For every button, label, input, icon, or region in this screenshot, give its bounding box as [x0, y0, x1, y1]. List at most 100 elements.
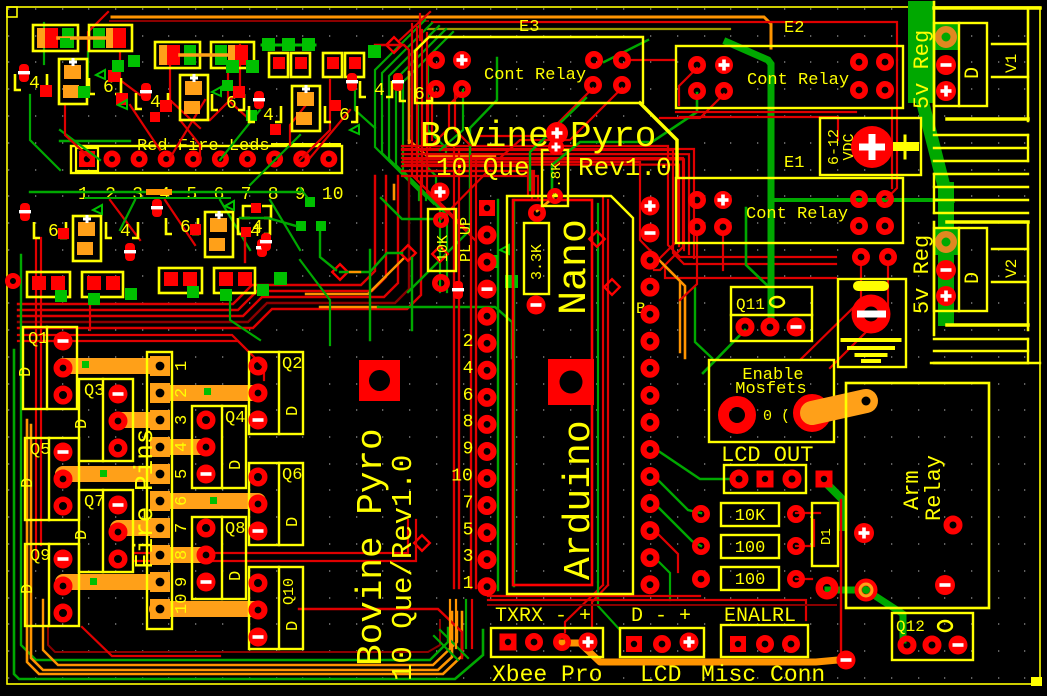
svg-text:2: 2 — [173, 388, 192, 398]
svg-text:5v Reg: 5v Reg — [910, 30, 935, 109]
svg-text:D: D — [284, 406, 303, 416]
svg-text:D - +: D - + — [631, 605, 691, 628]
svg-text:3.3K: 3.3K — [529, 244, 546, 280]
svg-text:Bovine: Bovine — [420, 116, 550, 157]
svg-text:Misc Conn: Misc Conn — [701, 662, 825, 688]
svg-text:LCD: LCD — [640, 662, 681, 688]
svg-text:9: 9 — [173, 577, 192, 587]
svg-text:Q7: Q7 — [84, 493, 104, 512]
svg-text:E3: E3 — [519, 18, 539, 37]
svg-text:10 Que/Rev1.0: 10 Que/Rev1.0 — [387, 455, 420, 681]
svg-text:Q1: Q1 — [28, 330, 48, 349]
svg-text:4: 4 — [173, 442, 192, 452]
svg-text:Fire Pins: Fire Pins — [130, 429, 160, 569]
svg-text:6: 6 — [463, 386, 474, 406]
svg-text:6: 6 — [226, 94, 237, 114]
svg-text:D: D — [284, 517, 303, 527]
svg-text:Cont Relay: Cont Relay — [746, 205, 848, 224]
svg-text:7: 7 — [173, 523, 192, 533]
svg-text:D: D — [19, 584, 38, 594]
svg-text:D1: D1 — [819, 528, 835, 545]
svg-text:Q10: Q10 — [281, 578, 298, 605]
svg-text:8: 8 — [268, 185, 279, 205]
svg-text:D: D — [227, 460, 246, 470]
svg-text:6: 6 — [214, 185, 225, 205]
svg-text:5: 5 — [463, 520, 474, 540]
svg-text:5v Reg: 5v Reg — [910, 235, 935, 314]
svg-text:Bovine Pyro: Bovine Pyro — [351, 428, 392, 666]
svg-text:D: D — [19, 478, 38, 488]
svg-text:4: 4 — [263, 106, 274, 126]
svg-text:Q5: Q5 — [30, 441, 50, 460]
svg-text:D: D — [962, 272, 985, 284]
svg-text:4: 4 — [250, 222, 261, 242]
svg-text:3: 3 — [132, 185, 143, 205]
svg-text:10: 10 — [451, 467, 473, 487]
svg-text:B: B — [636, 300, 646, 318]
svg-text:2: 2 — [105, 185, 116, 205]
svg-text:Q8: Q8 — [225, 520, 245, 539]
svg-text:Cont Relay: Cont Relay — [747, 71, 849, 90]
svg-text:4: 4 — [29, 74, 40, 94]
svg-text:3: 3 — [463, 547, 474, 567]
svg-text:6: 6 — [173, 496, 192, 506]
svg-text:4: 4 — [374, 81, 385, 101]
svg-text:3: 3 — [173, 415, 192, 425]
svg-text:0 (: 0 ( — [763, 408, 790, 425]
svg-text:Enable: Enable — [742, 366, 803, 385]
svg-text:V1: V1 — [1003, 54, 1021, 73]
svg-text:Relay: Relay — [922, 455, 947, 521]
svg-text:10: 10 — [173, 594, 192, 614]
svg-text:D: D — [962, 67, 985, 79]
svg-text:1: 1 — [78, 185, 89, 205]
svg-text:Nano: Nano — [553, 219, 598, 315]
svg-text:7: 7 — [463, 493, 474, 513]
svg-text:Arm: Arm — [900, 470, 925, 510]
svg-text:Q6: Q6 — [282, 466, 302, 485]
svg-text:6: 6 — [339, 106, 350, 126]
svg-text:D: D — [73, 419, 92, 429]
svg-text:10K: 10K — [735, 507, 766, 526]
svg-text:9: 9 — [295, 185, 306, 205]
svg-text:10 Que: 10 Que — [436, 153, 530, 183]
svg-text:TXRX - +: TXRX - + — [495, 605, 591, 628]
svg-text:Q12: Q12 — [896, 618, 925, 636]
svg-text:6: 6 — [103, 78, 114, 98]
svg-text:D: D — [284, 621, 303, 631]
svg-text:5: 5 — [173, 469, 192, 479]
svg-text:1: 1 — [463, 574, 474, 594]
svg-text:6: 6 — [414, 85, 425, 105]
svg-text:Mosfets: Mosfets — [735, 380, 806, 399]
svg-text:4: 4 — [252, 218, 263, 238]
svg-text:Q3: Q3 — [84, 382, 104, 401]
svg-text:10K: 10K — [435, 235, 452, 262]
svg-text:6: 6 — [48, 222, 59, 242]
svg-text:Arduino: Arduino — [558, 420, 601, 580]
svg-text:5: 5 — [186, 185, 197, 205]
svg-text:1: 1 — [173, 361, 192, 371]
svg-text:4: 4 — [150, 93, 161, 113]
svg-text:Rev1.0: Rev1.0 — [578, 153, 672, 183]
svg-text:6.8K: 6.8K — [549, 162, 565, 196]
svg-text:100: 100 — [735, 571, 766, 590]
svg-text:7: 7 — [241, 185, 252, 205]
svg-text:8: 8 — [463, 413, 474, 433]
svg-text:10: 10 — [322, 185, 344, 205]
svg-text:D: D — [227, 571, 246, 581]
svg-text:PL UP: PL UP — [458, 217, 475, 262]
svg-text:Q11: Q11 — [736, 296, 765, 314]
svg-text:Q4: Q4 — [225, 409, 245, 428]
svg-text:6-12: 6-12 — [826, 129, 843, 165]
svg-text:D: D — [73, 530, 92, 540]
svg-text:4: 4 — [120, 222, 131, 242]
svg-text:E2: E2 — [784, 19, 804, 38]
svg-text:Pyro: Pyro — [570, 116, 656, 157]
svg-text:100: 100 — [735, 539, 766, 558]
svg-text:Q9: Q9 — [30, 547, 50, 566]
svg-text:Xbee Pro: Xbee Pro — [492, 662, 602, 688]
svg-text:8: 8 — [173, 550, 192, 560]
svg-text:Q2: Q2 — [282, 355, 302, 374]
svg-text:4: 4 — [463, 359, 474, 379]
svg-text:6: 6 — [180, 218, 191, 238]
svg-text:ENALRL: ENALRL — [724, 605, 796, 628]
